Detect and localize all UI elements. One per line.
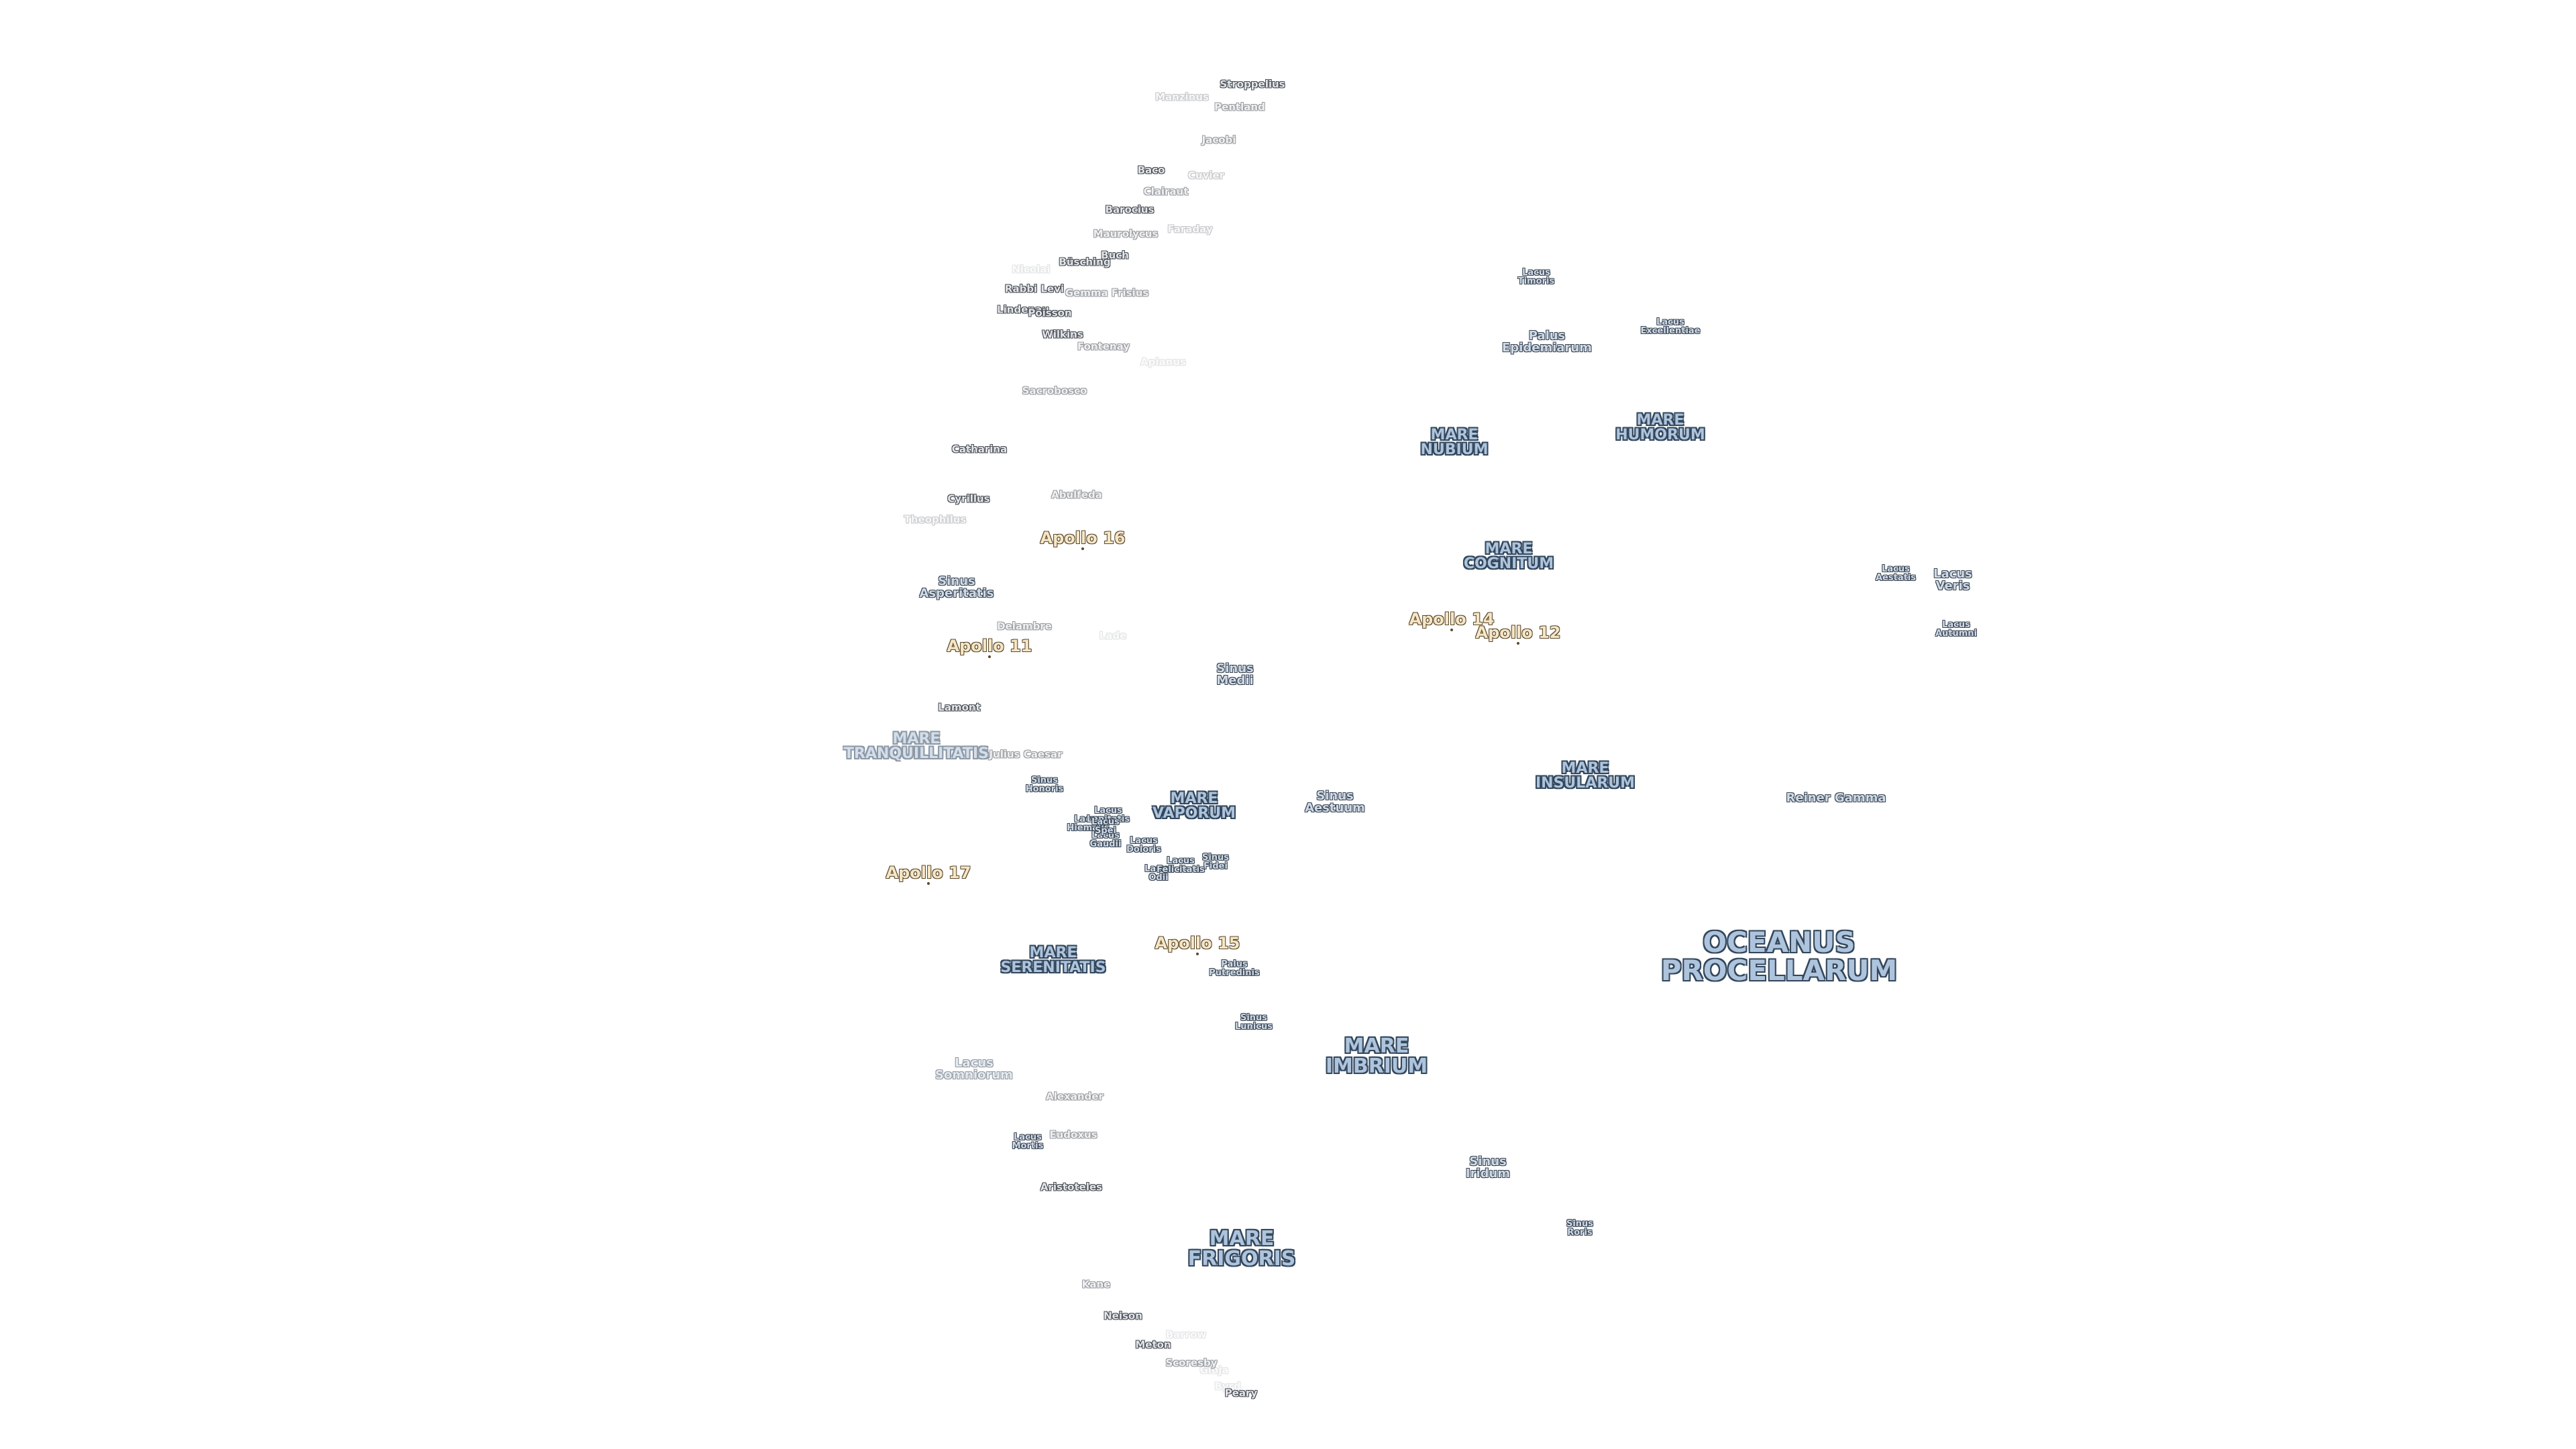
crater-label-fontenay[interactable]: Fontenay	[1077, 340, 1130, 353]
feature-label-palus-putredinis[interactable]: Palus Putredinis	[1209, 959, 1260, 978]
crater-label-abulfeda[interactable]: Abulfeda	[1051, 488, 1102, 501]
feature-label-reiner-gamma[interactable]: Reiner Gamma	[1786, 791, 1886, 805]
crater-label-scoresby[interactable]: Scoresby	[1165, 1356, 1218, 1369]
mare-label-serenitatis[interactable]: MARE SERENITATIS	[1000, 945, 1106, 976]
crater-label-aristoteles[interactable]: Aristoteles	[1040, 1181, 1103, 1193]
feature-label-lacus-odii[interactable]: Lacus Odii	[1144, 864, 1173, 883]
feature-label-sinus-roris[interactable]: Sinus Roris	[1566, 1219, 1594, 1238]
apollo-11-site-label[interactable]: Apollo 11	[947, 637, 1032, 655]
crater-label-kane[interactable]: Kane	[1081, 1278, 1111, 1291]
crater-label-neison[interactable]: Neison	[1104, 1309, 1142, 1322]
crater-label-theophilus[interactable]: Theophilus	[904, 513, 967, 526]
apollo-16-site-marker[interactable]	[1081, 547, 1084, 550]
crater-label-poisson[interactable]: Poisson	[1028, 307, 1072, 319]
crater-label-byrd[interactable]: Byrd	[1214, 1380, 1241, 1393]
crater-label-buch[interactable]: Buch	[1101, 249, 1129, 262]
crater-label-alexander[interactable]: Alexander	[1046, 1090, 1104, 1103]
feature-label-lacus-excellentiae[interactable]: Lacus Excellentiae	[1640, 317, 1701, 336]
mare-label-insularum[interactable]: MARE INSULARUM	[1535, 760, 1635, 792]
feature-label-sinus-honoris[interactable]: Sinus Honoris	[1025, 775, 1064, 794]
crater-label-catharina[interactable]: Catharina	[951, 443, 1008, 455]
crater-label-gemma-frisius[interactable]: Gemma Frisius	[1065, 286, 1149, 299]
apollo-17-site-label[interactable]: Apollo 17	[885, 863, 971, 882]
apollo-15-site-marker[interactable]	[1196, 953, 1199, 955]
mare-label-frigoris[interactable]: MARE FRIGORIS	[1187, 1227, 1296, 1271]
feature-label-sinus-asperitatis[interactable]: Sinus Asperitatis	[919, 574, 994, 600]
crater-label-nicolai[interactable]: Nicolai	[1012, 263, 1051, 276]
feature-label-lacus-felicitatis[interactable]: Lacus Felicitatis	[1157, 856, 1205, 875]
crater-label-wilkins[interactable]: Wilkins	[1042, 328, 1083, 341]
feature-label-lacus-somniorum[interactable]: Lacus Somniorum	[935, 1056, 1013, 1082]
crater-label-delambre[interactable]: Delambre	[997, 620, 1052, 633]
crater-label-julius-caesar[interactable]: Julius Caesar	[989, 748, 1063, 761]
crater-label-cyrillus[interactable]: Cyrillus	[947, 492, 990, 505]
crater-label-jacobi[interactable]: Jacobi	[1201, 133, 1236, 146]
feature-label-lacus-gaudii[interactable]: Lacus Gaudii	[1089, 830, 1122, 849]
feature-label-lacus-hiemalis[interactable]: Lacus Hiemalis	[1067, 814, 1110, 833]
crater-label-barrow[interactable]: Barrow	[1165, 1328, 1207, 1341]
mare-label-nubium[interactable]: MARE NUBIUM	[1420, 427, 1489, 458]
feature-label-sinus-lunicus[interactable]: Sinus Lunicus	[1235, 1013, 1273, 1032]
apollo-14-site-label[interactable]: Apollo 14	[1409, 610, 1495, 629]
apollo-14-site-marker[interactable]	[1450, 629, 1453, 631]
feature-label-sinus-medii[interactable]: Sinus Medii	[1216, 661, 1254, 688]
crater-label-meton[interactable]: Meton	[1135, 1338, 1171, 1351]
crater-label-sacrobosco[interactable]: Sacrobosco	[1022, 384, 1087, 397]
crater-label-barocius[interactable]: Barocius	[1105, 203, 1155, 216]
feature-label-lacus-timoris[interactable]: Lacus Timoris	[1517, 268, 1555, 286]
feature-label-palus-epidemiarum[interactable]: Palus Epidemiarum	[1502, 329, 1592, 355]
mare-label-oceanus-procellarum[interactable]: OCEANUS PROCELLARUM	[1660, 926, 1898, 987]
crater-label-maurolycus[interactable]: Maurolycus	[1093, 227, 1159, 240]
mare-label-humorum[interactable]: MARE HUMORUM	[1615, 412, 1705, 443]
crater-label-busching[interactable]: Büsching	[1059, 256, 1111, 268]
feature-label-lacus-spei[interactable]: Lacus Spei	[1091, 817, 1120, 836]
apollo-12-site-marker[interactable]	[1517, 642, 1519, 645]
crater-label-pentland[interactable]: Pentland	[1214, 101, 1265, 113]
apollo-16-site-label[interactable]: Apollo 16	[1040, 529, 1126, 547]
mare-label-imbrium[interactable]: MARE IMBRIUM	[1325, 1034, 1428, 1078]
crater-label-stroppelius[interactable]: Stroppelius	[1220, 78, 1285, 91]
crater-label-manzinus[interactable]: Manzinus	[1155, 91, 1209, 103]
feature-label-lacus-doloris[interactable]: Lacus Doloris	[1126, 836, 1161, 855]
crater-label-cuvier[interactable]: Cuvier	[1187, 169, 1225, 182]
feature-label-lacus-lenitatis[interactable]: Lacus Lenitatis	[1086, 806, 1130, 824]
feature-label-lacus-aestatis[interactable]: Lacus Aestatis	[1875, 564, 1917, 583]
crater-label-lindenau[interactable]: Lindenau	[997, 303, 1049, 316]
crater-label-eudoxus[interactable]: Eudoxus	[1049, 1128, 1097, 1141]
feature-label-sinus-iridum[interactable]: Sinus Iridum	[1465, 1155, 1511, 1181]
feature-label-lacus-mortis[interactable]: Lacus Mortis	[1012, 1132, 1044, 1151]
crater-label-baco[interactable]: Baco	[1137, 164, 1165, 176]
apollo-17-site-marker[interactable]	[927, 882, 930, 885]
apollo-12-site-label[interactable]: Apollo 12	[1475, 623, 1561, 642]
crater-label-faraday[interactable]: Faraday	[1167, 223, 1213, 235]
feature-label-lacus-veris[interactable]: Lacus Veris	[1933, 567, 1972, 593]
crater-label-lamont[interactable]: Lamont	[938, 701, 981, 714]
crater-label-peary[interactable]: Peary	[1224, 1387, 1258, 1399]
crater-label-clairaut[interactable]: Clairaut	[1143, 185, 1189, 198]
crater-label-apianus[interactable]: Apianus	[1140, 356, 1186, 368]
crater-label-gioja[interactable]: Gioja	[1199, 1364, 1229, 1377]
mare-label-vaporum[interactable]: MARE VAPORUM	[1152, 790, 1236, 822]
apollo-11-site-marker[interactable]	[988, 655, 991, 658]
mare-label-cognitum[interactable]: MARE COGNITUM	[1463, 541, 1554, 572]
crater-label-lade[interactable]: Lade	[1099, 629, 1127, 642]
mare-label-tranquillitatis[interactable]: MARE TRANQUILLITATIS	[843, 731, 989, 762]
feature-label-lacus-autumni[interactable]: Lacus Autumni	[1935, 620, 1978, 639]
feature-label-sinus-fidei[interactable]: Sinus Fidei	[1201, 853, 1230, 871]
crater-label-rabbi-levi[interactable]: Rabbi Levi	[1004, 282, 1065, 295]
apollo-15-site-label[interactable]: Apollo 15	[1155, 934, 1240, 953]
feature-label-sinus-aestuum[interactable]: Sinus Aestuum	[1305, 789, 1365, 815]
